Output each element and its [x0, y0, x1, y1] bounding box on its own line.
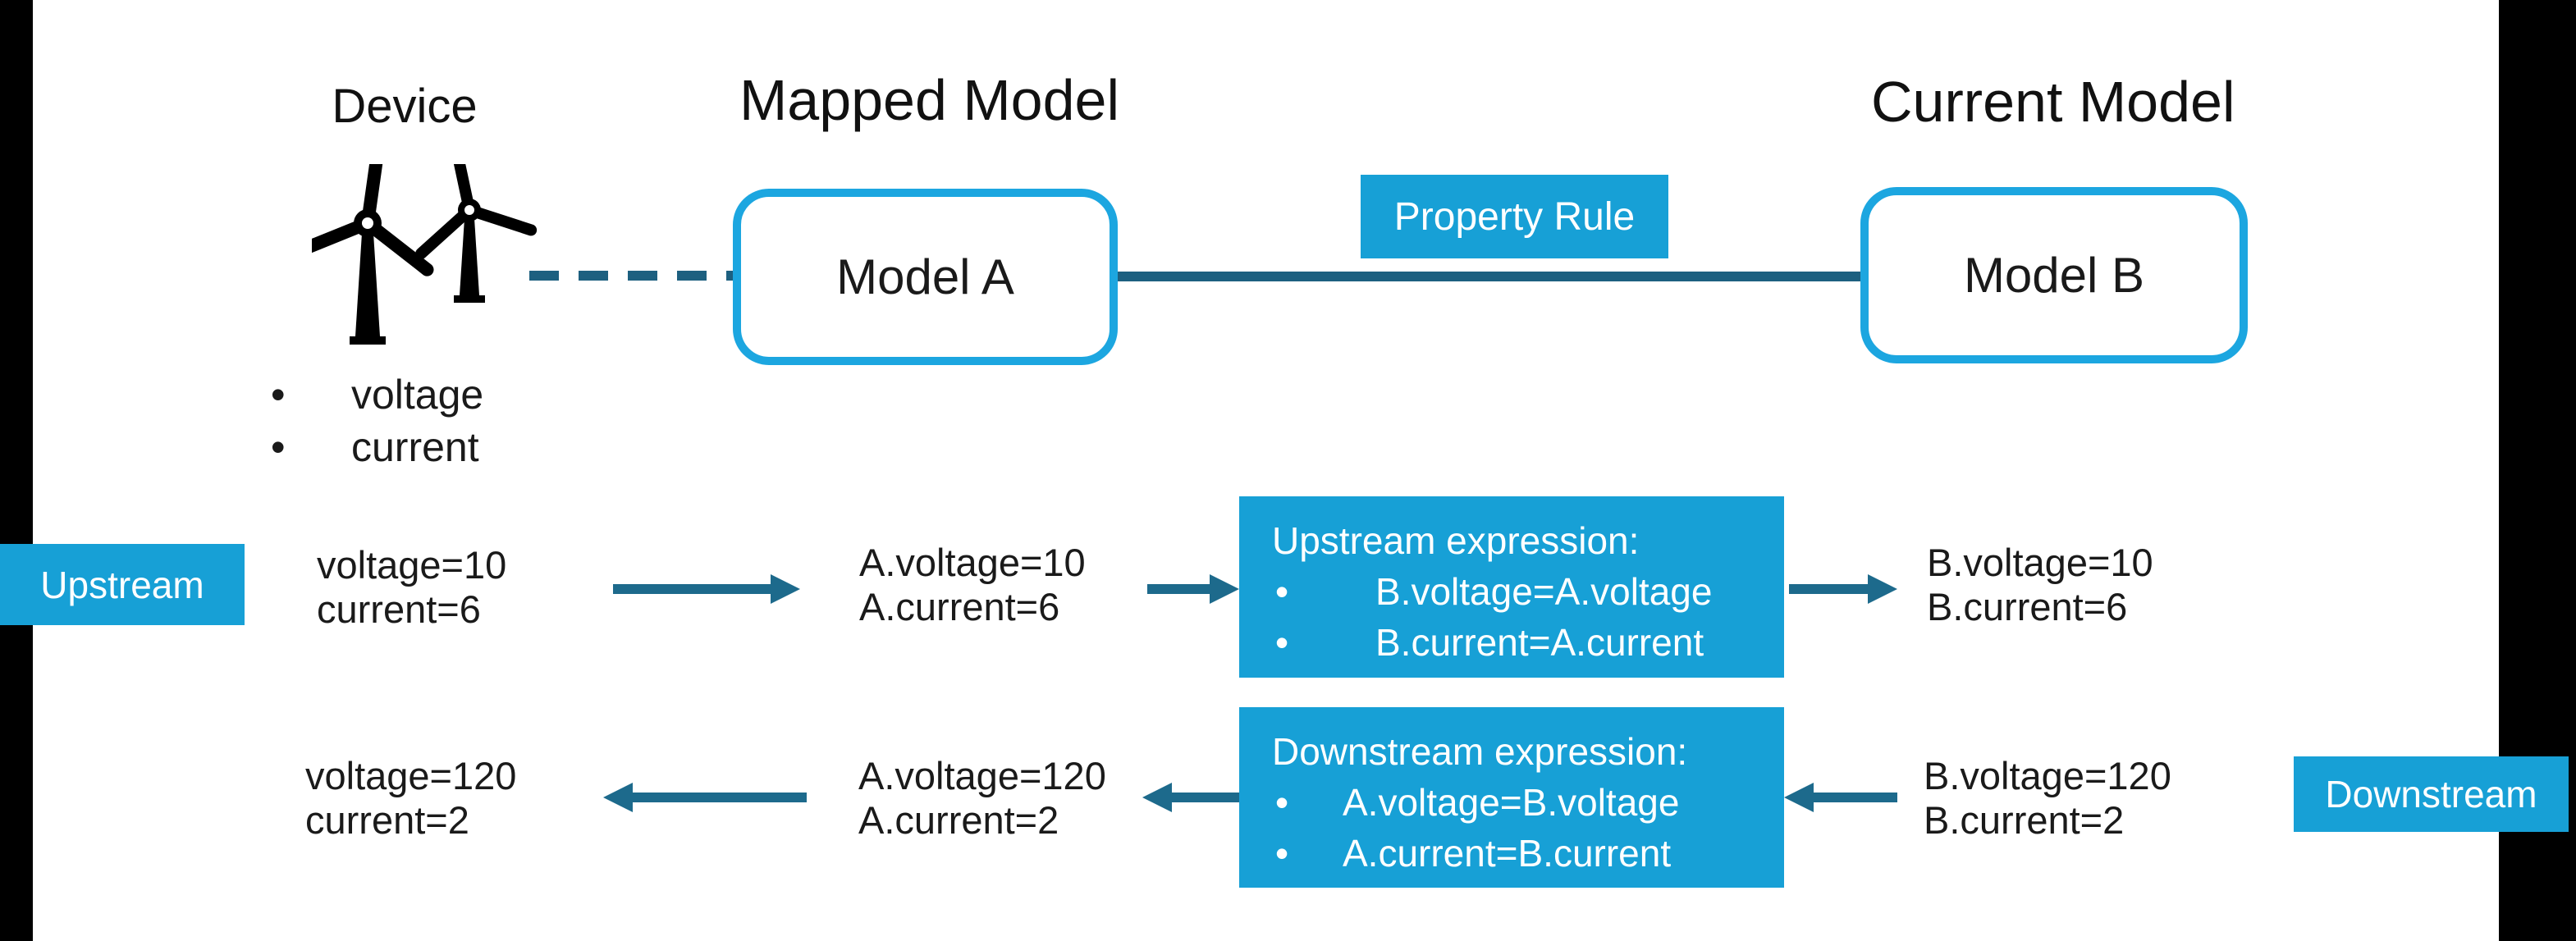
model-a-to-model-b-line: [1118, 272, 1860, 281]
arrow-shaft: [1789, 584, 1873, 594]
arrow-head: [1784, 783, 1814, 812]
bullet-icon: •: [1275, 781, 1289, 824]
arrow-shaft: [628, 793, 807, 802]
downstream-badge: Downstream: [2294, 756, 2569, 832]
value-line: current=2: [305, 798, 469, 842]
downstream-model-b-values: B.voltage=120 B.current=2: [1924, 754, 2171, 843]
value-line: A.current=2: [858, 798, 1059, 842]
expression-rule: • B.voltage=A.voltage: [1275, 569, 1784, 614]
model-a-box: Model A: [733, 189, 1118, 365]
bullet-icon: •: [1275, 832, 1289, 875]
downstream-model-a-values: A.voltage=120 A.current=2: [858, 754, 1106, 843]
expression-rule-text: A.voltage=B.voltage: [1343, 781, 1680, 824]
upstream-arrow-device-to-a: [613, 574, 800, 604]
upstream-arrow-expression-to-b: [1789, 574, 1897, 604]
property-rule-label: Property Rule: [1393, 194, 1636, 239]
property-rule-badge: Property Rule: [1361, 175, 1668, 258]
arrow-head: [771, 574, 800, 604]
expression-rule-text: B.current=A.current: [1375, 621, 1704, 664]
expression-rule-text: B.voltage=A.voltage: [1375, 570, 1713, 613]
device-to-model-a-dashed-line: [529, 271, 733, 281]
value-line: voltage=10: [317, 543, 507, 587]
expression-rule: • A.current=B.current: [1275, 830, 1784, 876]
device-property-label: voltage: [351, 372, 484, 418]
upstream-model-b-values: B.voltage=10 B.current=6: [1927, 541, 2153, 629]
current-model-heading: Current Model: [1871, 70, 2235, 134]
arrow-shaft: [1147, 584, 1215, 594]
device-property-item: • voltage: [271, 371, 483, 418]
upstream-expression-title: Upstream expression:: [1272, 519, 1640, 562]
value-line: B.current=2: [1924, 798, 2125, 842]
downstream-device-values: voltage=120 current=2: [305, 754, 516, 843]
model-a-label: Model A: [836, 249, 1014, 304]
bullet-icon: •: [271, 372, 286, 418]
value-line: A.voltage=10: [859, 541, 1086, 584]
downstream-arrow-a-to-device: [603, 783, 807, 812]
downstream-badge-label: Downstream: [2325, 773, 2537, 815]
bullet-icon: •: [271, 424, 286, 470]
value-line: B.voltage=10: [1927, 541, 2153, 584]
model-b-box: Model B: [1860, 187, 2248, 363]
wind-turbines-icon: [312, 164, 538, 345]
upstream-device-values: voltage=10 current=6: [317, 543, 506, 632]
arrow-head: [1210, 574, 1239, 604]
model-b-label: Model B: [1963, 248, 2145, 303]
expression-rule-text: A.current=B.current: [1343, 832, 1672, 875]
expression-rule: • B.current=A.current: [1275, 619, 1784, 665]
downstream-expression-box: Downstream expression: • A.voltage=B.vol…: [1239, 707, 1784, 888]
device-heading: Device: [332, 80, 478, 133]
arrow-shaft: [1167, 793, 1239, 802]
value-line: B.voltage=120: [1924, 754, 2171, 797]
value-line: A.current=6: [859, 585, 1060, 628]
arrow-head: [603, 783, 633, 812]
bullet-icon: •: [1275, 621, 1289, 664]
arrow-head: [1868, 574, 1897, 604]
value-line: current=6: [317, 587, 481, 631]
value-line: voltage=120: [305, 754, 517, 797]
value-line: A.voltage=120: [858, 754, 1106, 797]
upstream-model-a-values: A.voltage=10 A.current=6: [859, 541, 1086, 629]
value-line: B.current=6: [1927, 585, 2128, 628]
expression-rule: • A.voltage=B.voltage: [1275, 779, 1784, 825]
downstream-arrow-b-to-expression: [1784, 783, 1897, 812]
upstream-arrow-a-to-expression: [1147, 574, 1239, 604]
upstream-badge: Upstream: [0, 544, 245, 625]
upstream-expression-box: Upstream expression: • B.voltage=A.volta…: [1239, 496, 1784, 678]
device-property-label: current: [351, 424, 479, 470]
arrow-shaft: [613, 584, 776, 594]
arrow-head: [1142, 783, 1172, 812]
mapped-model-heading: Mapped Model: [739, 68, 1120, 132]
bullet-icon: •: [1275, 570, 1289, 613]
downstream-expression-title: Downstream expression:: [1272, 730, 1688, 773]
left-edge-bar: [0, 0, 33, 941]
downstream-arrow-expression-to-a: [1142, 783, 1239, 812]
upstream-badge-label: Upstream: [40, 563, 204, 606]
arrow-shaft: [1809, 793, 1897, 802]
device-property-item: • current: [271, 423, 479, 471]
